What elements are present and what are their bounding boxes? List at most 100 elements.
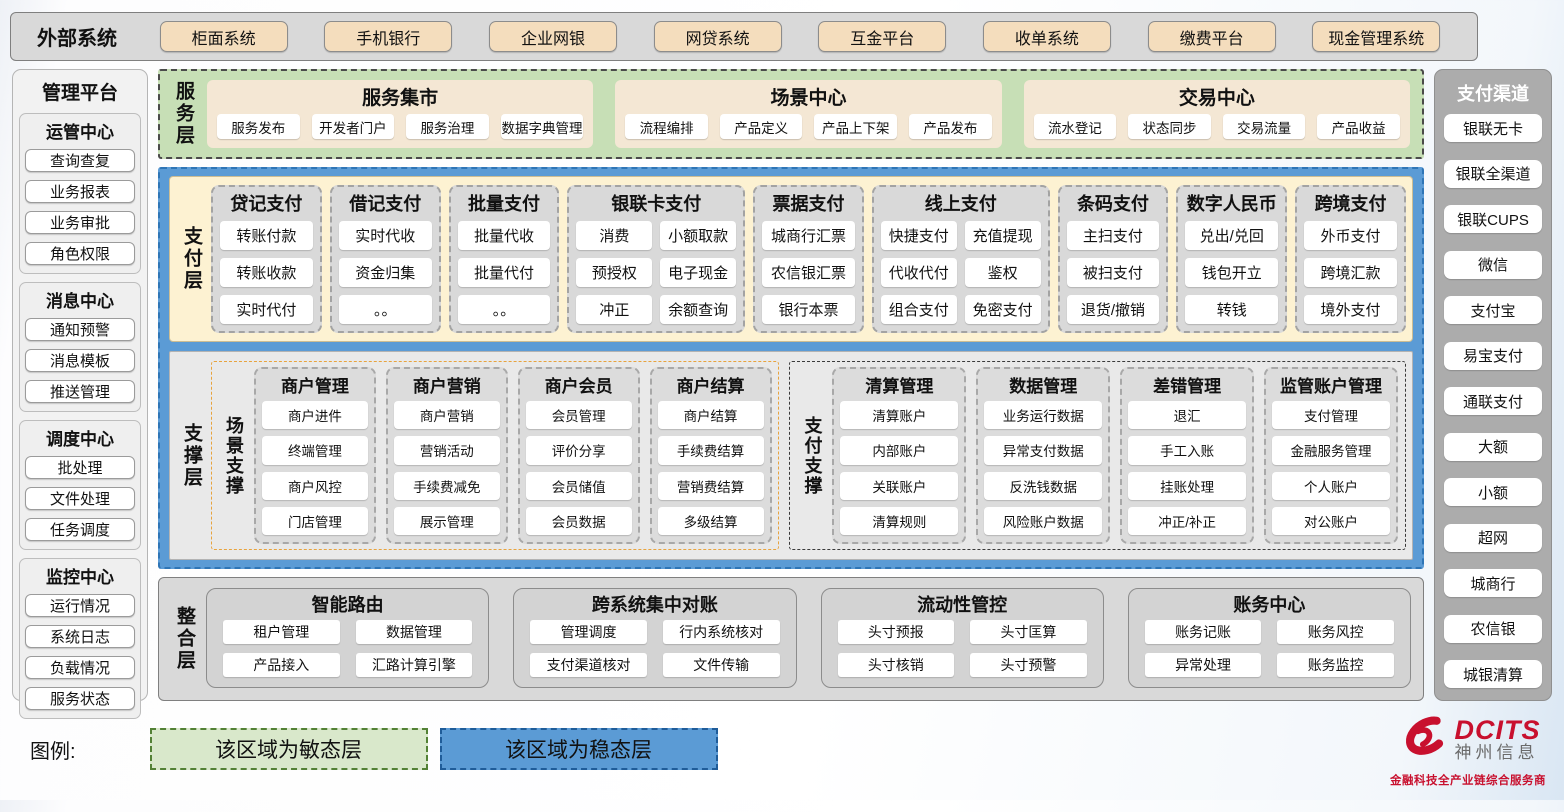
integration-item-node: 产品接入 bbox=[223, 653, 340, 677]
external-system-node: 现金管理系统 bbox=[1312, 21, 1441, 52]
payment-column: 数字人民币 兑出/兑回钱包开立转钱 bbox=[1176, 185, 1288, 333]
payment-item-node: 充值提现 bbox=[964, 221, 1041, 250]
support-column-title: 差错管理 bbox=[1153, 377, 1222, 396]
support-column-items: 业务运行数据异常支付数据反洗钱数据风险账户数据 bbox=[984, 401, 1103, 535]
support-item-node: 多级结算 bbox=[657, 506, 764, 535]
payment-channel-node: 超网 bbox=[1444, 523, 1542, 552]
integration-item-node: 管理调度 bbox=[530, 620, 647, 644]
management-item-node: 业务报表 bbox=[25, 180, 135, 203]
support-column-title: 商户会员 bbox=[544, 377, 613, 396]
payment-column-items: 实时代收资金归集。。 bbox=[338, 221, 432, 324]
integration-group-items: 账务记账账务风控异常处理账务监控 bbox=[1144, 620, 1394, 677]
payment-architecture-diagram: 外部系统 柜面系统手机银行企业网银网贷系统互金平台收单系统缴费平台现金管理系统 … bbox=[0, 12, 1564, 812]
external-systems-label: 外部系统 bbox=[37, 28, 117, 50]
management-item-node: 系统日志 bbox=[25, 625, 135, 648]
support-item-node: 反洗钱数据 bbox=[984, 471, 1103, 500]
service-group-title: 服务集市 bbox=[362, 88, 439, 109]
payment-column: 条码支付 主扫支付被扫支付退货/撤销 bbox=[1057, 185, 1169, 333]
integration-group-items: 管理调度行内系统核对支付渠道核对文件传输 bbox=[530, 620, 780, 677]
payment-column: 批量支付 批量代收批量代付。。 bbox=[448, 185, 560, 333]
management-section: 调度中心 批处理文件处理任务调度 bbox=[19, 420, 141, 550]
payment-item-node: 免密支付 bbox=[964, 295, 1041, 324]
management-sections: 运管中心 查询查复业务报表业务审批角色权限 消息中心 通知预警消息模板推送管理 … bbox=[19, 113, 141, 719]
support-column: 商户管理 商户进件终端管理商户风控门店管理 bbox=[254, 367, 376, 544]
support-item-node: 退汇 bbox=[1128, 401, 1247, 430]
payment-column-title: 批量支付 bbox=[468, 194, 541, 214]
payment-column: 贷记支付 转账付款转账收款实时代付 bbox=[211, 185, 322, 333]
payment-channel-node: 银联CUPS bbox=[1444, 205, 1542, 233]
management-item-node: 任务调度 bbox=[25, 518, 135, 541]
management-item-node: 推送管理 bbox=[25, 380, 135, 403]
payment-layer-label: 支付层 bbox=[181, 226, 202, 292]
service-item-node: 产品定义 bbox=[719, 114, 803, 139]
payment-column-items: 快捷支付充值提现代收代付鉴权组合支付免密支付 bbox=[880, 221, 1041, 324]
integration-item-node: 租户管理 bbox=[223, 620, 340, 644]
external-systems-items: 柜面系统手机银行企业网银网贷系统互金平台收单系统缴费平台现金管理系统 bbox=[123, 21, 1477, 52]
support-column: 商户营销 商户营销营销活动手续费减免展示管理 bbox=[385, 367, 508, 544]
management-section: 消息中心 通知预警消息模板推送管理 bbox=[19, 282, 141, 412]
support-item-node: 手续费结算 bbox=[657, 436, 764, 465]
payment-column-title: 票据支付 bbox=[772, 194, 845, 214]
payment-column-items: 批量代收批量代付。。 bbox=[457, 221, 551, 324]
payment-column-items: 城商行汇票农信银汇票银行本票 bbox=[762, 221, 855, 324]
management-item-node: 批处理 bbox=[25, 456, 135, 479]
support-column-title: 商户管理 bbox=[280, 377, 349, 396]
support-column-title: 清算管理 bbox=[865, 377, 934, 396]
payment-column: 线上支付 快捷支付充值提现代收代付鉴权组合支付免密支付 bbox=[871, 185, 1050, 333]
integration-item-node: 头寸匡算 bbox=[970, 620, 1087, 644]
payment-channel-node: 通联支付 bbox=[1444, 387, 1542, 415]
payment-item-node: 资金归集 bbox=[338, 258, 432, 287]
payment-item-node: 。。 bbox=[457, 295, 551, 324]
integration-item-node: 账务监控 bbox=[1277, 653, 1394, 677]
company-logo: DCITS 神州信息 金融科技全产业链综合服务商 bbox=[1390, 711, 1546, 788]
management-section-items: 运行情况系统日志负载情况服务状态 bbox=[25, 594, 135, 710]
integration-item-node: 头寸预报 bbox=[837, 620, 955, 644]
management-section-title: 运管中心 bbox=[46, 123, 114, 142]
support-layer-label: 支撑层 bbox=[181, 422, 202, 489]
support-group-columns: 商户管理 商户进件终端管理商户风控门店管理 商户营销 bbox=[254, 367, 772, 544]
payment-column-title: 数字人民币 bbox=[1186, 194, 1277, 214]
support-column-items: 会员管理评价分享会员储值会员数据 bbox=[525, 401, 632, 535]
support-column-title: 数据管理 bbox=[1009, 377, 1078, 396]
payment-item-node: 。。 bbox=[338, 295, 432, 324]
support-item-node: 商户进件 bbox=[262, 401, 368, 430]
management-item-node: 角色权限 bbox=[25, 242, 135, 265]
support-column: 监管账户管理 支付管理金融服务管理个人账户对公账户 bbox=[1264, 367, 1398, 544]
service-item-node: 产品收益 bbox=[1317, 114, 1400, 139]
service-item-node: 流水登记 bbox=[1033, 114, 1117, 139]
logo-cn-name: 神州信息 bbox=[1454, 743, 1539, 763]
service-group-items: 流程编排产品定义产品上下架产品发布 bbox=[625, 114, 992, 139]
service-item-node: 状态同步 bbox=[1128, 114, 1211, 139]
support-item-node: 会员储值 bbox=[525, 471, 632, 500]
service-group-title: 场景中心 bbox=[770, 88, 847, 109]
service-item-node: 数据字典管理 bbox=[500, 114, 584, 139]
payment-item-node: 城商行汇票 bbox=[762, 221, 855, 250]
payment-item-node: 组合支付 bbox=[880, 295, 957, 324]
external-system-node: 柜面系统 bbox=[159, 21, 288, 52]
support-item-node: 商户结算 bbox=[657, 401, 764, 430]
dcits-logo-icon bbox=[1396, 711, 1448, 768]
management-section-items: 查询查复业务报表业务审批角色权限 bbox=[25, 149, 135, 265]
integration-item-node: 账务记账 bbox=[1144, 620, 1262, 644]
management-section: 监控中心 运行情况系统日志负载情况服务状态 bbox=[19, 558, 141, 719]
service-group-items: 流水登记状态同步交易流量产品收益 bbox=[1033, 114, 1400, 139]
management-item-node: 运行情况 bbox=[25, 594, 135, 617]
support-group-label: 支付支撑 bbox=[802, 415, 823, 496]
service-group: 交易中心 流水登记状态同步交易流量产品收益 bbox=[1023, 80, 1410, 148]
payment-layer: 支付层 贷记支付 转账付款转账收款实时代付 借记支付 bbox=[169, 176, 1413, 342]
support-group-columns: 清算管理 清算账户内部账户关联账户清算规则 数据管理 bbox=[832, 367, 1398, 544]
support-item-node: 营销活动 bbox=[393, 436, 500, 465]
payment-item-node: 快捷支付 bbox=[880, 221, 957, 250]
payment-item-node: 鉴权 bbox=[964, 258, 1041, 287]
integration-group-title: 账务中心 bbox=[1233, 595, 1306, 615]
payment-item-node: 消费 bbox=[576, 221, 653, 250]
center-column: 服务层 服务集市 服务发布开发者门户服务治理数据字典管理 场景中心 流程编排 bbox=[158, 69, 1424, 701]
management-section-title: 消息中心 bbox=[46, 292, 114, 311]
support-item-node: 手工入账 bbox=[1128, 436, 1247, 465]
service-item-node: 交易流量 bbox=[1222, 114, 1306, 139]
integration-group-items: 租户管理数据管理产品接入汇路计算引擎 bbox=[223, 620, 473, 677]
service-group: 场景中心 流程编排产品定义产品上下架产品发布 bbox=[615, 80, 1002, 148]
support-item-node: 关联账户 bbox=[840, 471, 959, 500]
payment-channel-node: 小额 bbox=[1444, 478, 1542, 506]
support-item-node: 业务运行数据 bbox=[984, 401, 1103, 430]
